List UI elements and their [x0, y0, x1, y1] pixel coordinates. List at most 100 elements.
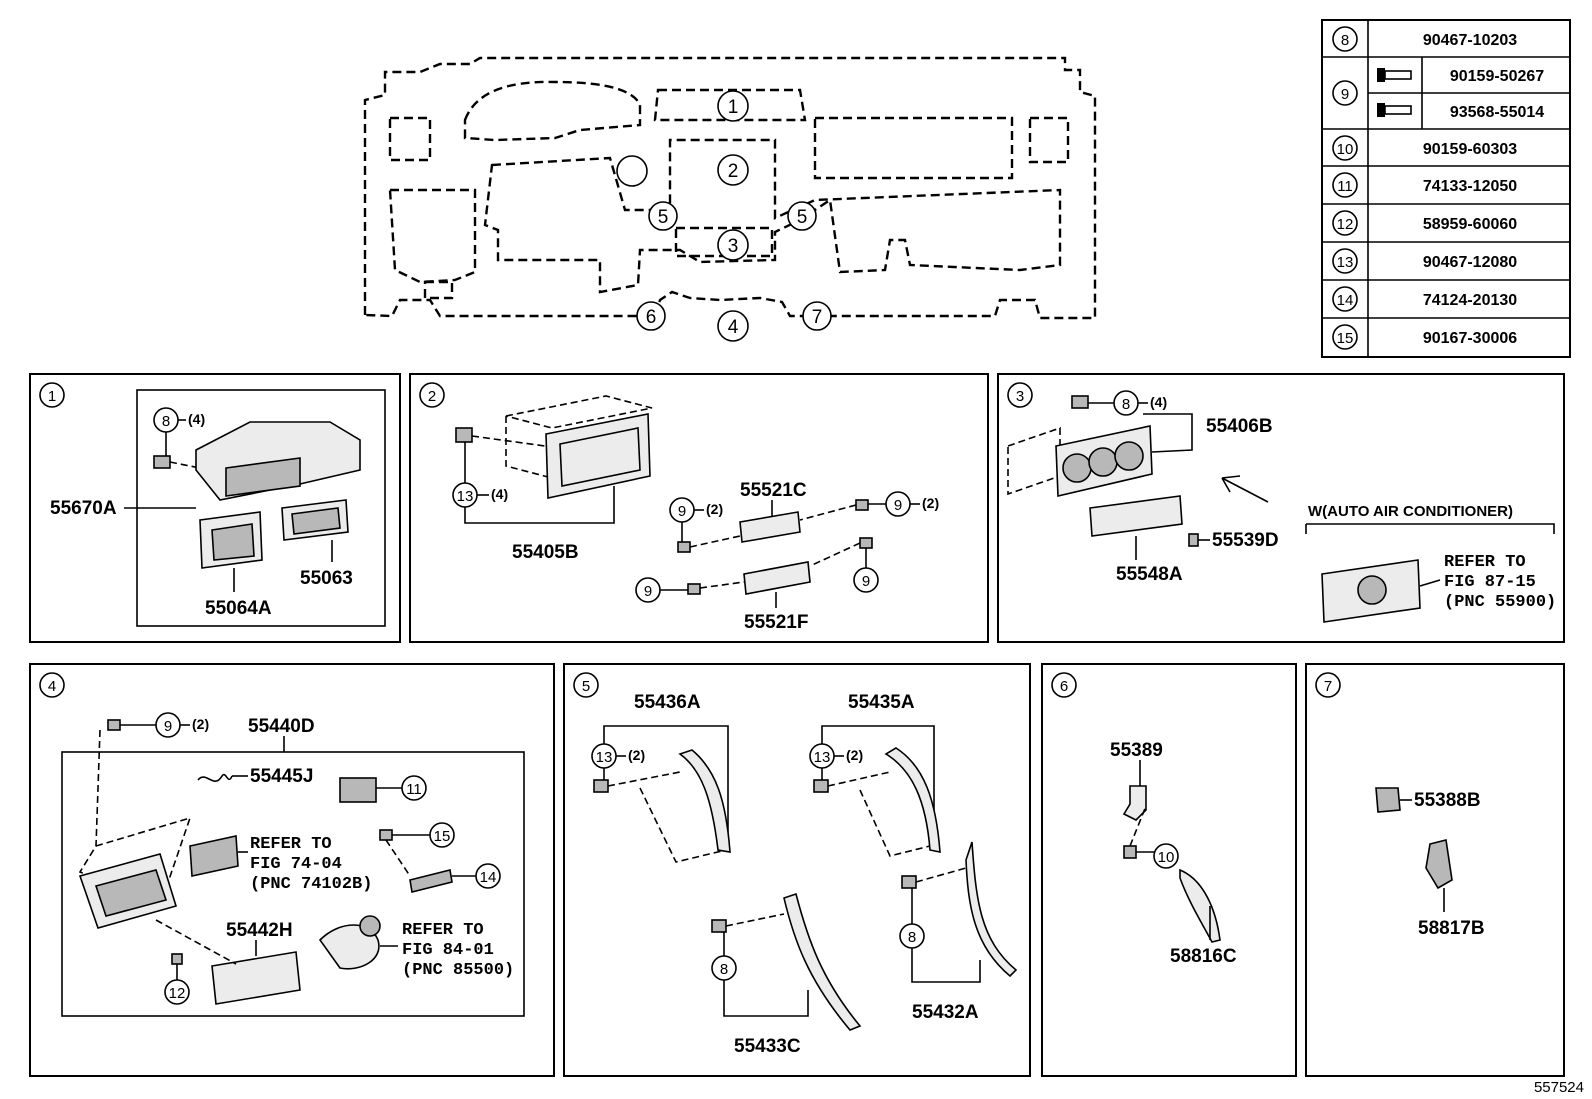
table-part-11: 74133-12050: [1423, 178, 1517, 195]
table-key-10: 10: [1337, 141, 1354, 158]
panel-4-qty: (2): [192, 716, 209, 732]
panel-4-fastener-9: 9: [164, 718, 172, 735]
panel-4: 4 9 (2) 55440D 55445J 11 REFER TO FIG 74…: [29, 663, 555, 1077]
part-58816C: 58816C: [1170, 946, 1237, 967]
panel-5-fastener-13b: 13: [814, 749, 831, 766]
panel-2-fastener-9c: 9: [644, 583, 652, 600]
part-55436A: 55436A: [634, 692, 701, 713]
table-part-12: 58959-60060: [1423, 216, 1517, 233]
panel-3-refer-1: REFER TO: [1444, 553, 1526, 572]
overview-callout-5b: 5: [797, 207, 808, 228]
panel-4-refer2-2: FIG 84-01: [402, 941, 494, 960]
table-key-12: 12: [1337, 216, 1354, 233]
part-55388B: 55388B: [1414, 790, 1481, 811]
table-part-9b: 93568-55014: [1450, 104, 1544, 121]
panel-3-refer-2: FIG 87-15: [1444, 573, 1536, 592]
table-key-14: 14: [1337, 292, 1354, 309]
panel-6-key: 6: [1060, 678, 1068, 695]
part-55521F: 55521F: [744, 612, 808, 633]
fastener-table: 8 90467-10203 9 90159-50267 93568-55014 …: [1321, 19, 1571, 358]
panel-2-fastener-13: 13: [457, 488, 474, 505]
part-55440D: 55440D: [248, 716, 315, 737]
part-55389: 55389: [1110, 740, 1163, 761]
panel-5-fastener-8b: 8: [908, 929, 916, 946]
panel-4-refer1-2: FIG 74-04: [250, 855, 342, 874]
bolt-icon: [1377, 68, 1412, 82]
overview-callout-3: 3: [728, 236, 739, 257]
table-part-13: 90467-12080: [1423, 254, 1517, 271]
panel-5-fastener-8a: 8: [720, 961, 728, 978]
part-55442H: 55442H: [226, 920, 293, 941]
part-55432A: 55432A: [912, 1002, 979, 1023]
table-part-8: 90467-10203: [1423, 32, 1517, 49]
panel-7-key: 7: [1324, 678, 1332, 695]
panel-3-qty: (4): [1150, 394, 1167, 410]
table-key-13: 13: [1337, 254, 1354, 271]
panel-2-qty9b: (2): [922, 495, 939, 511]
panel-4-fastener-14: 14: [480, 869, 497, 886]
panel-1-qty: (4): [188, 411, 205, 427]
overview-callout-6: 6: [646, 307, 657, 328]
panel-5-fastener-13a: 13: [596, 749, 613, 766]
panel-5-qty-b: (2): [846, 747, 863, 763]
part-55433C: 55433C: [734, 1036, 801, 1057]
part-55670A: 55670A: [50, 498, 117, 519]
panel-3-refer-3: (PNC 55900): [1444, 593, 1556, 612]
table-key-11: 11: [1337, 178, 1353, 195]
part-55064A: 55064A: [205, 598, 272, 619]
panel-1: 1 8 (4) 55670A 55063 55064A: [29, 373, 401, 643]
screw-icon: [1377, 103, 1412, 117]
table-part-10: 90159-60303: [1423, 141, 1517, 158]
panel-4-refer1-3: (PNC 74102B): [250, 875, 372, 894]
panel-4-key: 4: [48, 678, 56, 695]
table-part-9a: 90159-50267: [1450, 68, 1544, 85]
table-part-15: 90167-30006: [1423, 330, 1517, 347]
panel-5-key: 5: [582, 678, 590, 695]
panel-5-qty-a: (2): [628, 747, 645, 763]
panel-6: 6 55389 10 58816C: [1041, 663, 1297, 1077]
panel-3: 3 8 (4) 55406B 55548A 55539D W(AUTO AIR …: [997, 373, 1565, 643]
panel-1-fastener-8: 8: [162, 413, 170, 430]
part-58817B: 58817B: [1418, 918, 1485, 939]
panel-7: 7 55388B 58817B: [1305, 663, 1565, 1077]
panel-2-fastener-9d: 9: [862, 573, 870, 590]
panel-3-variant: W(AUTO AIR CONDITIONER): [1308, 503, 1513, 520]
part-55063: 55063: [300, 568, 353, 589]
part-55548A: 55548A: [1116, 564, 1183, 585]
panel-3-fastener-8: 8: [1122, 396, 1130, 413]
part-55405B: 55405B: [512, 542, 579, 563]
panel-4-fastener-12: 12: [169, 985, 186, 1002]
overview-callout-7: 7: [812, 307, 823, 328]
panel-4-fastener-11: 11: [406, 781, 422, 798]
part-55539D: 55539D: [1212, 530, 1279, 551]
panel-2-fastener-9a: 9: [678, 503, 686, 520]
diagram-id: 557524: [1534, 1079, 1584, 1096]
panel-2-fastener-9b: 9: [894, 497, 902, 514]
panel-1-key: 1: [48, 388, 56, 405]
panel-4-fastener-15: 15: [434, 828, 451, 845]
panel-2-qty9a: (2): [706, 501, 723, 517]
part-55521C: 55521C: [740, 480, 807, 501]
overview-callout-4: 4: [728, 317, 739, 338]
panel-5: 5 55436A 13 (2) 55435A 13 (2) 8 55433C 8: [563, 663, 1031, 1077]
panel-3-key: 3: [1016, 388, 1024, 405]
table-key-9: 9: [1341, 86, 1349, 103]
part-55406B: 55406B: [1206, 416, 1273, 437]
panel-4-refer1-1: REFER TO: [250, 835, 332, 854]
table-part-14: 74124-20130: [1423, 292, 1517, 309]
panel-2: 2 13 (4) 55405B 55521C 9 (2) 9 (2) 9 9: [409, 373, 989, 643]
panel-2-key: 2: [428, 388, 436, 405]
overview-callout-5a: 5: [658, 207, 669, 228]
table-key-8: 8: [1341, 32, 1349, 49]
panel-6-fastener-10: 10: [1158, 849, 1175, 866]
panel-2-qty13: (4): [491, 486, 508, 502]
panel-4-refer2-3: (PNC 85500): [402, 961, 514, 980]
dashboard-overview: 1 2 3 4 5 5 6 7: [363, 56, 1097, 342]
table-key-15: 15: [1337, 330, 1354, 347]
part-55435A: 55435A: [848, 692, 915, 713]
overview-callout-1: 1: [728, 97, 739, 118]
part-55445J: 55445J: [250, 766, 313, 787]
panel-4-refer2-1: REFER TO: [402, 921, 484, 940]
overview-callout-2: 2: [728, 161, 739, 182]
